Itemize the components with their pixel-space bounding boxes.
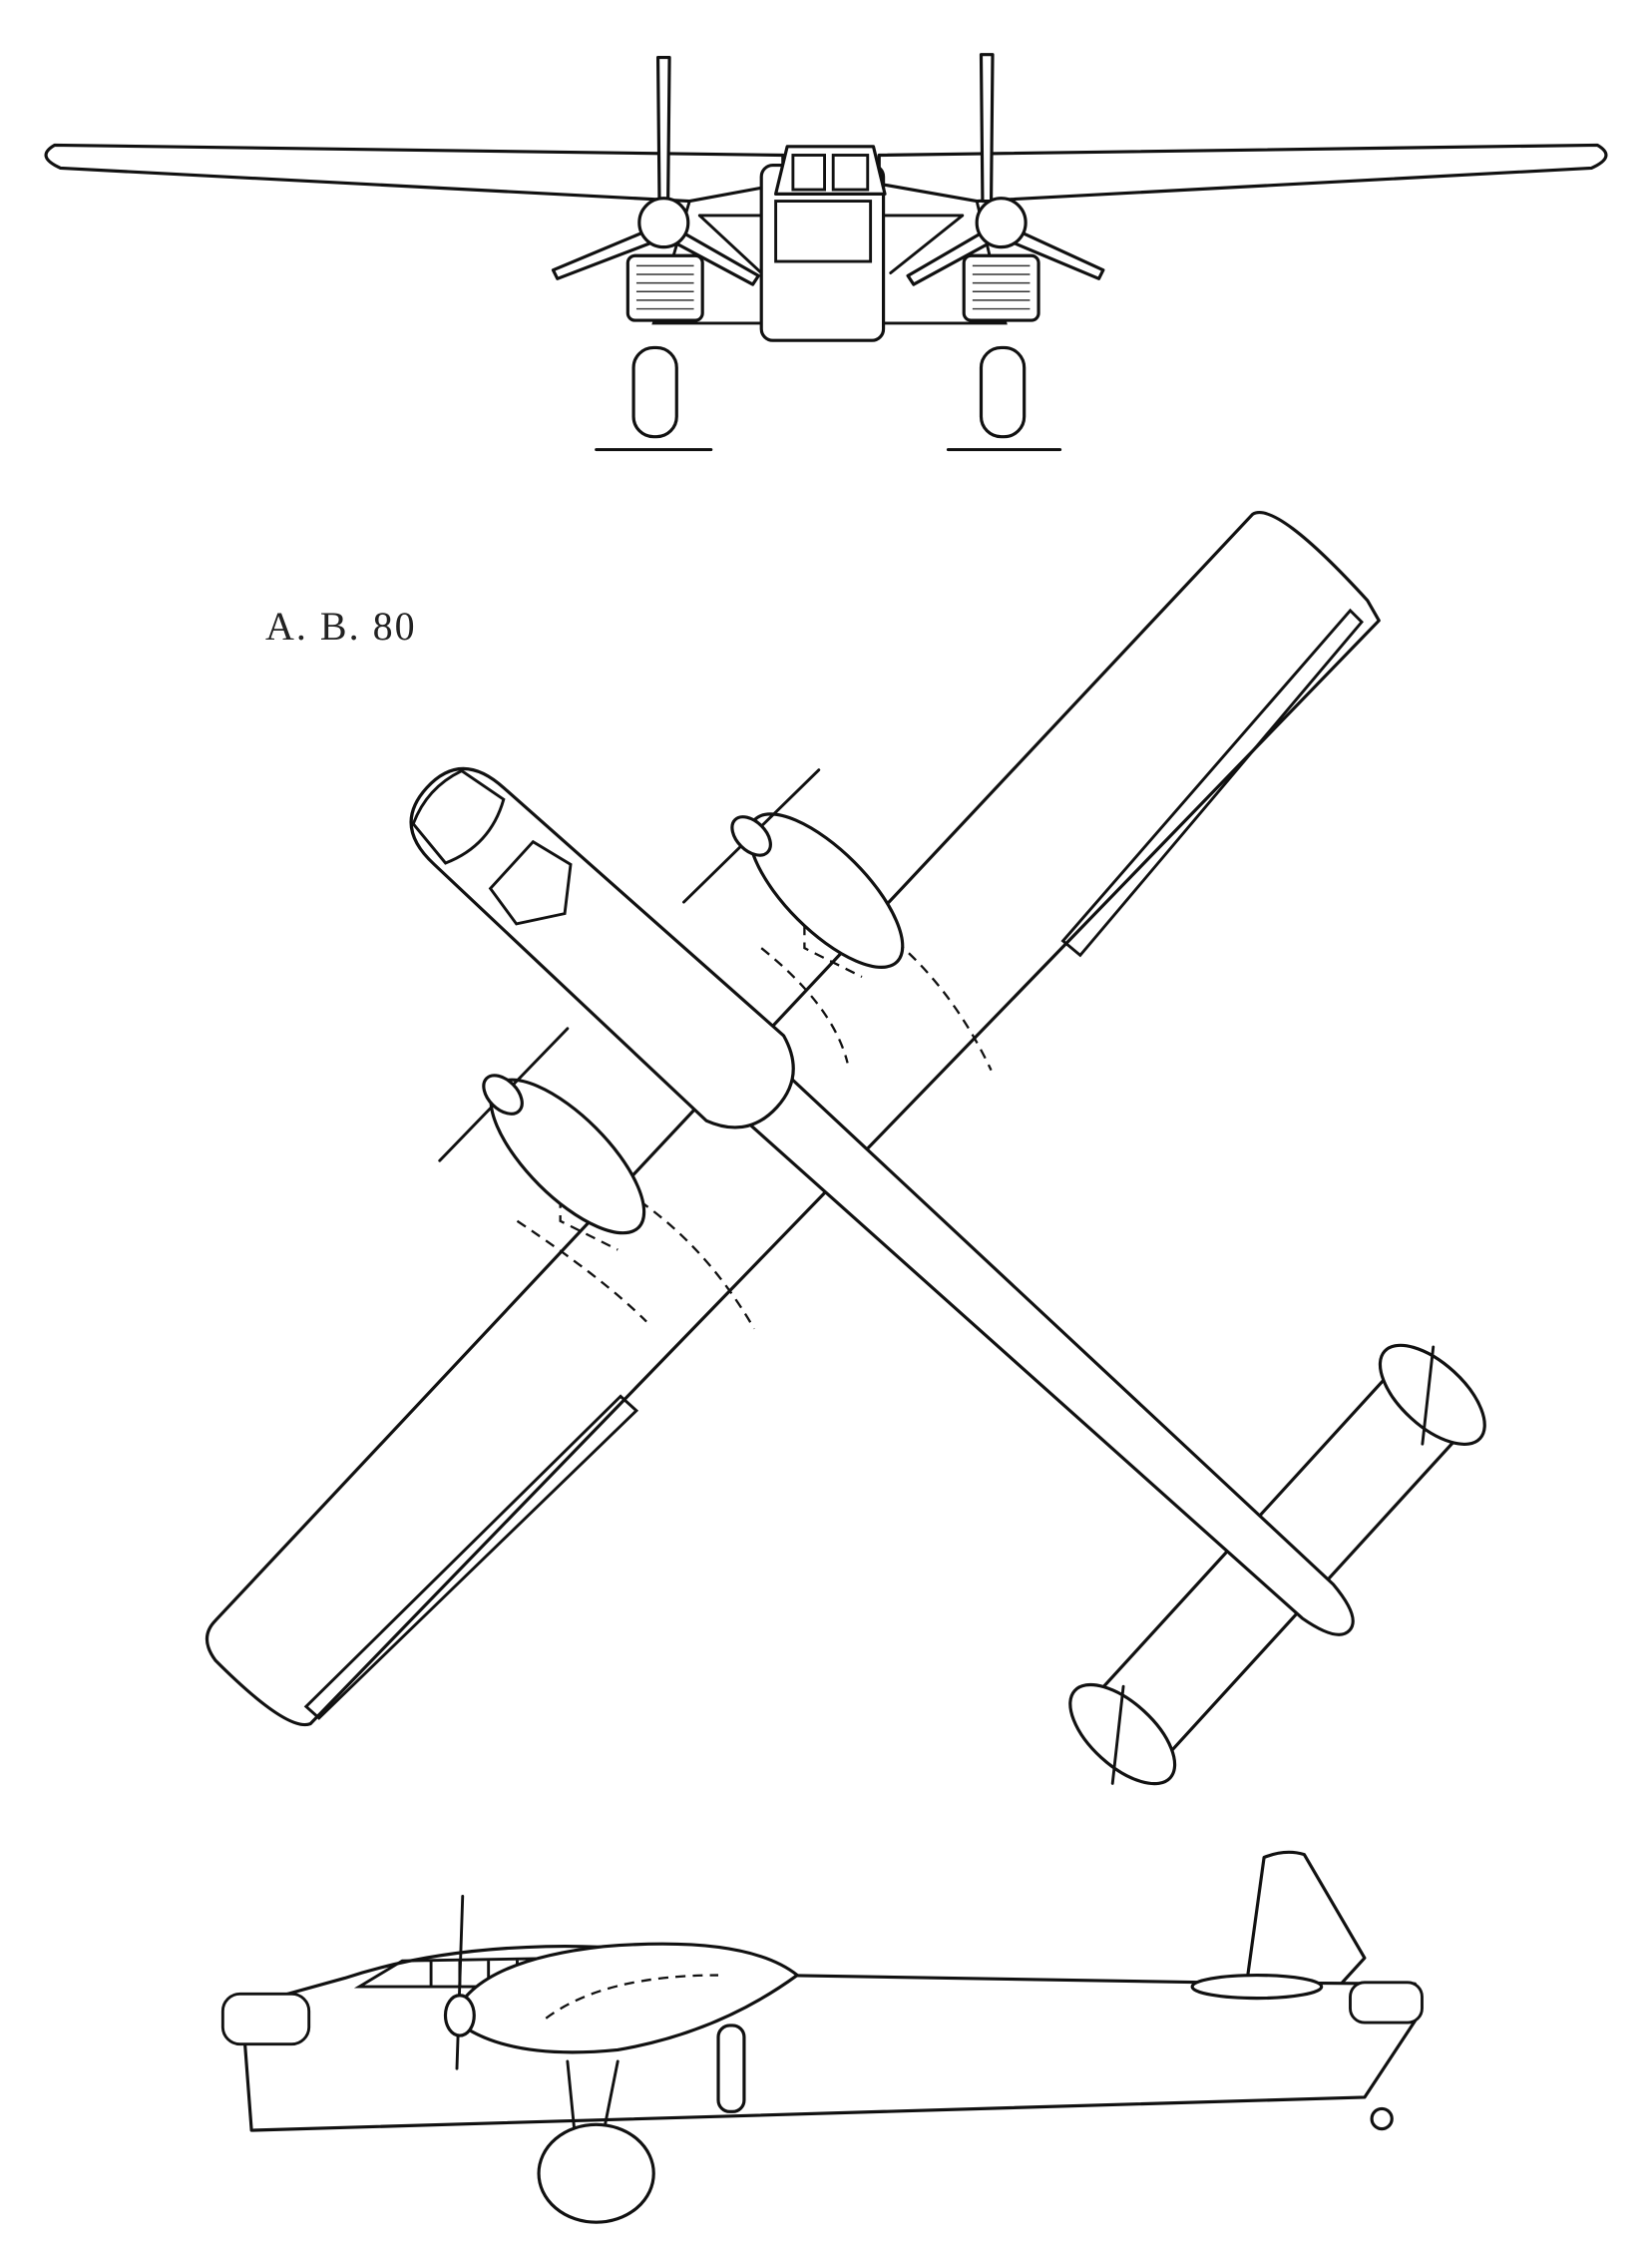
front-landing-gear — [595, 345, 1062, 452]
side-fin — [1245, 1850, 1367, 1992]
side-engine-nacelle — [451, 1942, 799, 2054]
front-left-wing — [44, 143, 785, 204]
front-right-engine — [906, 53, 1105, 322]
left-aileron — [303, 1394, 639, 1720]
top-right-engine — [682, 768, 993, 1072]
right-aileron — [1060, 608, 1364, 958]
side-fuselage — [242, 1944, 1417, 2132]
aircraft-designation-label: A. B. 80 — [265, 604, 417, 649]
top-left-engine — [438, 1027, 756, 1330]
side-tailplane — [1190, 1973, 1324, 2001]
front-view — [44, 53, 1608, 452]
front-right-wing — [877, 143, 1608, 204]
top-view — [205, 511, 1486, 1786]
side-propeller — [455, 1894, 465, 2070]
front-left-engine — [551, 56, 760, 322]
top-fuselage — [409, 766, 1486, 1786]
side-view — [220, 1850, 1424, 2224]
side-landing-gear — [537, 2059, 1394, 2224]
